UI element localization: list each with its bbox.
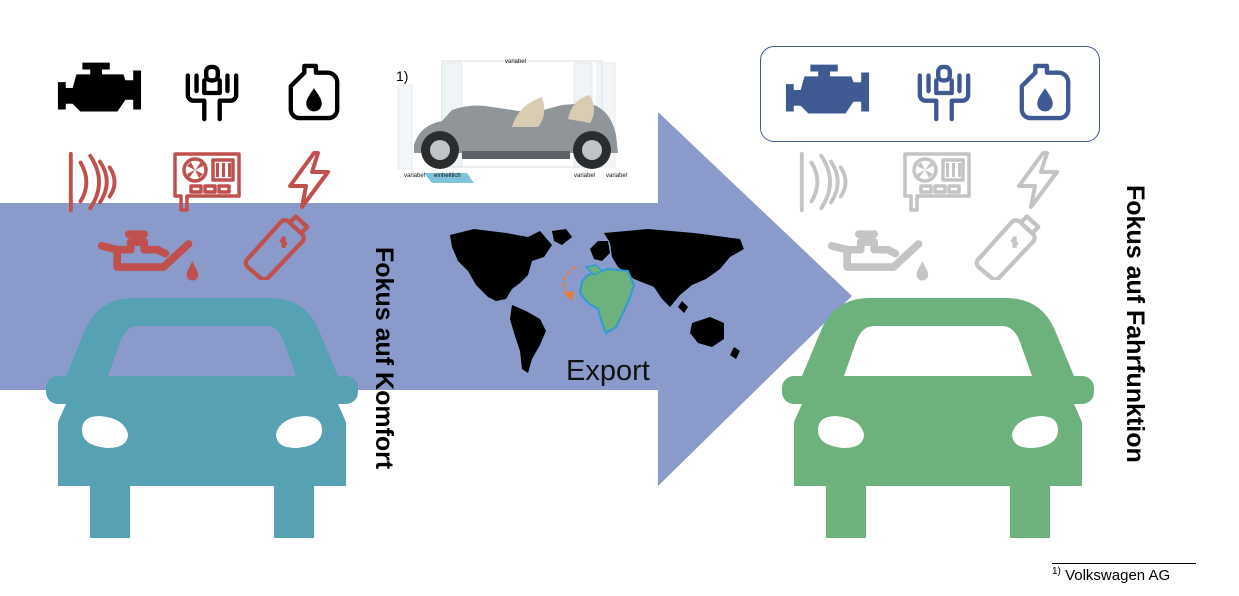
platform-label-top: variabel (505, 59, 527, 65)
car-driving-function-icon (778, 298, 1098, 538)
platform-label-bottom-center: einheitlich (434, 173, 461, 179)
engine-icon (783, 62, 871, 122)
footnote-marker: 1) (1052, 566, 1061, 577)
world-map (450, 229, 744, 373)
circuit-board-icon (901, 150, 973, 214)
lightning-icon (283, 150, 335, 210)
engine-icon (55, 60, 143, 120)
platform-label-bottom-left: variabel (404, 173, 426, 179)
sensor-waves-icon (65, 148, 133, 216)
platform-label-bottom-right-2: variabel (606, 173, 628, 179)
label-comfort-focus: Fokus auf Komfort (370, 247, 398, 470)
label-driving-function-focus: Fokus auf Fahrfunktion (1121, 185, 1149, 463)
battery-icon (968, 212, 1044, 280)
circuit-board-icon (171, 150, 243, 214)
sensor-waves-icon (796, 148, 864, 216)
battery-icon (237, 212, 313, 280)
gearshift-icon (915, 64, 973, 122)
vehicle-platform-photo: variabel variabel einheitlich variabel v… (392, 55, 636, 188)
footnote: 1) Volkswagen AG (1052, 566, 1170, 584)
oil-can-icon (96, 228, 202, 282)
gearshift-icon (183, 64, 241, 122)
coolant-icon (1016, 63, 1074, 121)
footnote-text: Volkswagen AG (1065, 567, 1171, 584)
lightning-icon (1012, 150, 1064, 210)
car-comfort-icon (42, 298, 362, 538)
coolant-icon (285, 63, 343, 121)
footnote-rule (1052, 563, 1196, 564)
platform-footnote-marker: 1) (396, 68, 409, 84)
platform-label-bottom-right-1: variabel (574, 173, 596, 179)
export-label: Export (566, 355, 650, 387)
oil-can-icon (826, 228, 932, 282)
driving-function-icon-box (760, 46, 1100, 142)
